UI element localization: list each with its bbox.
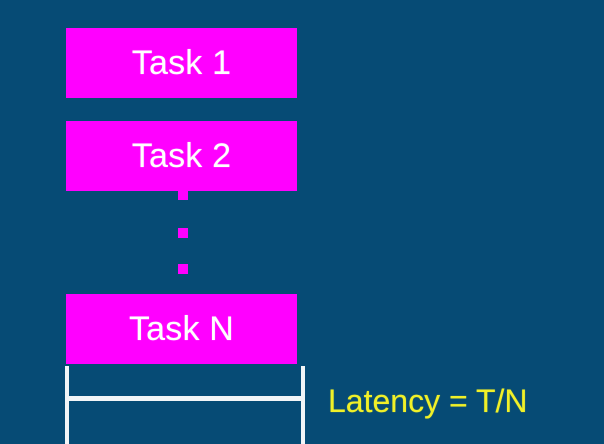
vertical-ellipsis-dot-2	[178, 228, 188, 238]
task-box-1-label: Task 1	[131, 44, 232, 82]
vertical-ellipsis-dot-3	[178, 264, 188, 274]
task-box-2: Task 2	[66, 121, 297, 191]
latency-caption: Latency = T/N	[328, 383, 528, 419]
bracket-tick-left	[65, 366, 69, 444]
task-box-1: Task 1	[66, 28, 297, 98]
latency-span-bracket	[65, 366, 305, 444]
bracket-tick-right	[301, 366, 305, 444]
task-box-n-label: Task N	[128, 310, 235, 348]
vertical-ellipsis-dot-1	[178, 190, 188, 200]
bracket-horizontal-rule	[65, 396, 305, 401]
task-box-2-label: Task 2	[131, 137, 232, 175]
task-box-n: Task N	[66, 294, 297, 364]
